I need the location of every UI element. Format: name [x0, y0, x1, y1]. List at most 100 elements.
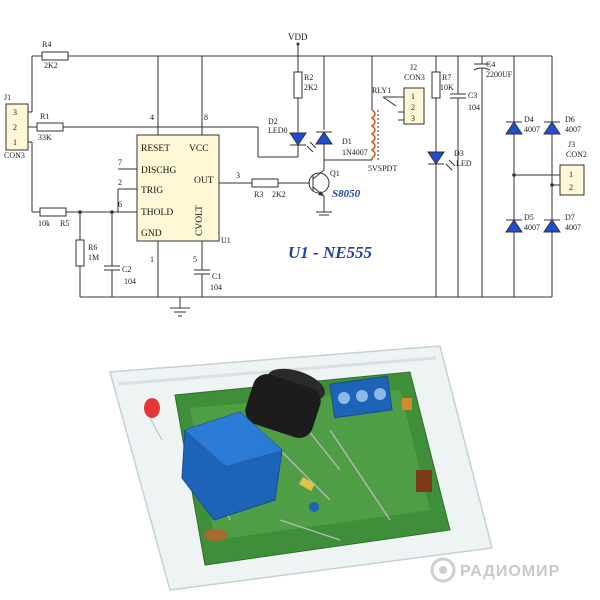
svg-text:S8050: S8050: [332, 188, 361, 200]
svg-text:D5: D5: [524, 213, 534, 222]
svg-text:7: 7: [118, 158, 122, 167]
svg-text:R3: R3: [254, 190, 263, 199]
svg-text:J1: J1: [4, 93, 11, 102]
svg-text:C1: C1: [212, 272, 221, 281]
svg-text:1: 1: [13, 138, 17, 147]
svg-text:2200UF: 2200UF: [486, 70, 513, 79]
red-led: [144, 398, 163, 441]
svg-text:D7: D7: [565, 213, 575, 222]
resistor-r5: 10k R5: [32, 207, 69, 228]
svg-text:1: 1: [150, 255, 154, 264]
svg-text:1: 1: [411, 92, 415, 101]
diode-d4: D4 4007: [505, 115, 540, 135]
svg-text:CON2: CON2: [566, 150, 587, 159]
svg-text:1N4007: 1N4007: [342, 148, 368, 157]
svg-text:D3: D3: [454, 149, 464, 158]
watermark-logo: РАДИОМИР: [430, 557, 560, 583]
svg-text:R1: R1: [40, 112, 49, 121]
capacitor-c4: C4 2200UF: [473, 56, 513, 297]
svg-text:2: 2: [411, 103, 415, 112]
svg-text:J3: J3: [568, 140, 575, 149]
svg-text:4007: 4007: [565, 223, 581, 232]
svg-text:2K2: 2K2: [272, 190, 286, 199]
svg-text:LED: LED: [456, 159, 472, 168]
connector-j2: 1 2 3 J2 CON3: [403, 63, 425, 125]
svg-text:C3: C3: [468, 91, 477, 100]
svg-text:3: 3: [236, 171, 240, 180]
svg-text:C2: C2: [122, 265, 131, 274]
resistor-r7: R7 10K: [431, 56, 454, 152]
svg-text:CVOLT: CVOLT: [195, 205, 205, 236]
svg-text:2: 2: [13, 123, 17, 132]
svg-text:R4: R4: [42, 40, 51, 49]
led-d3: D3 LED: [427, 149, 472, 297]
svg-text:LED0: LED0: [268, 126, 288, 135]
svg-text:J2: J2: [410, 63, 417, 72]
schematic: VDD 3 2 1 J1 CON3 R4 2K2 R1 33K: [4, 32, 587, 317]
svg-text:VCC: VCC: [189, 144, 209, 154]
svg-text:R5: R5: [60, 219, 69, 228]
svg-text:U1: U1: [221, 236, 231, 245]
svg-text:10k: 10k: [38, 219, 50, 228]
svg-text:2: 2: [569, 183, 573, 192]
svg-text:RESET: RESET: [141, 144, 170, 154]
capacitor-c1: C1 104: [194, 269, 222, 297]
svg-text:33K: 33K: [38, 133, 52, 142]
svg-text:Q1: Q1: [330, 169, 340, 178]
svg-text:8: 8: [204, 113, 208, 122]
svg-text:D6: D6: [565, 115, 575, 124]
svg-text:2K2: 2K2: [44, 61, 58, 70]
connector-j1: 3 2 1 J1 CON3: [4, 93, 29, 160]
svg-text:5: 5: [193, 255, 197, 264]
resistor-r3: R3 2K2: [251, 178, 286, 199]
svg-text:2K2: 2K2: [304, 83, 318, 92]
svg-text:3: 3: [411, 114, 415, 123]
svg-text:104: 104: [468, 103, 480, 112]
schematic-title: U1 - NE555: [288, 243, 373, 262]
resistor-r4: R4 2K2: [32, 40, 69, 70]
svg-text:THOLD: THOLD: [141, 208, 173, 218]
resistor-r1: R1 33K: [36, 112, 64, 142]
vdd-label: VDD: [288, 32, 308, 42]
svg-text:5VSPDT: 5VSPDT: [368, 164, 397, 173]
svg-text:6: 6: [118, 200, 122, 209]
led-d2: D2 LED0: [268, 117, 317, 157]
svg-text:CON3: CON3: [4, 151, 25, 160]
svg-text:1: 1: [569, 170, 573, 179]
svg-text:R2: R2: [304, 73, 313, 82]
svg-text:104: 104: [124, 277, 136, 286]
resistor-r2: R2 2K2: [293, 56, 318, 133]
capacitor-c3: C3 104: [450, 56, 480, 297]
svg-text:OUT: OUT: [194, 176, 214, 186]
ground-symbol: [170, 297, 190, 317]
svg-text:104: 104: [210, 283, 222, 292]
relay-block: [181, 411, 283, 521]
svg-text:1M: 1M: [88, 253, 99, 262]
svg-text:D4: D4: [524, 115, 534, 124]
svg-text:DISCHG: DISCHG: [141, 166, 177, 176]
svg-text:C4: C4: [486, 60, 495, 69]
svg-text:3: 3: [13, 108, 17, 117]
svg-text:4007: 4007: [524, 223, 540, 232]
diode-d6: D6 4007: [543, 115, 581, 135]
kit-photo: РАДИОМИР: [109, 345, 560, 591]
electrolytic-capacitor: [245, 368, 325, 438]
diode-d1: D1 1N4007: [315, 56, 368, 160]
terminal-block: [329, 375, 393, 419]
svg-text:R6: R6: [88, 243, 97, 252]
svg-text:2: 2: [118, 178, 122, 187]
svg-text:4007: 4007: [524, 125, 540, 134]
svg-text:R7: R7: [442, 73, 451, 82]
watermark-text: РАДИОМИР: [460, 563, 560, 580]
resistor-r6: R6 1M: [75, 212, 99, 297]
svg-text:10K: 10K: [440, 83, 454, 92]
ic-ne555: RESET VCC DISCHG TRIG OUT THOLD GND CVOL…: [136, 134, 231, 245]
svg-text:D2: D2: [268, 117, 278, 126]
svg-text:TRIG: TRIG: [141, 186, 163, 196]
diode-d7: D7 4007: [543, 213, 581, 233]
svg-text:4: 4: [150, 113, 154, 122]
svg-text:D1: D1: [342, 137, 352, 146]
transistor-q1: Q1 S8050: [308, 160, 361, 212]
diode-d5: D5 4007: [505, 213, 540, 233]
